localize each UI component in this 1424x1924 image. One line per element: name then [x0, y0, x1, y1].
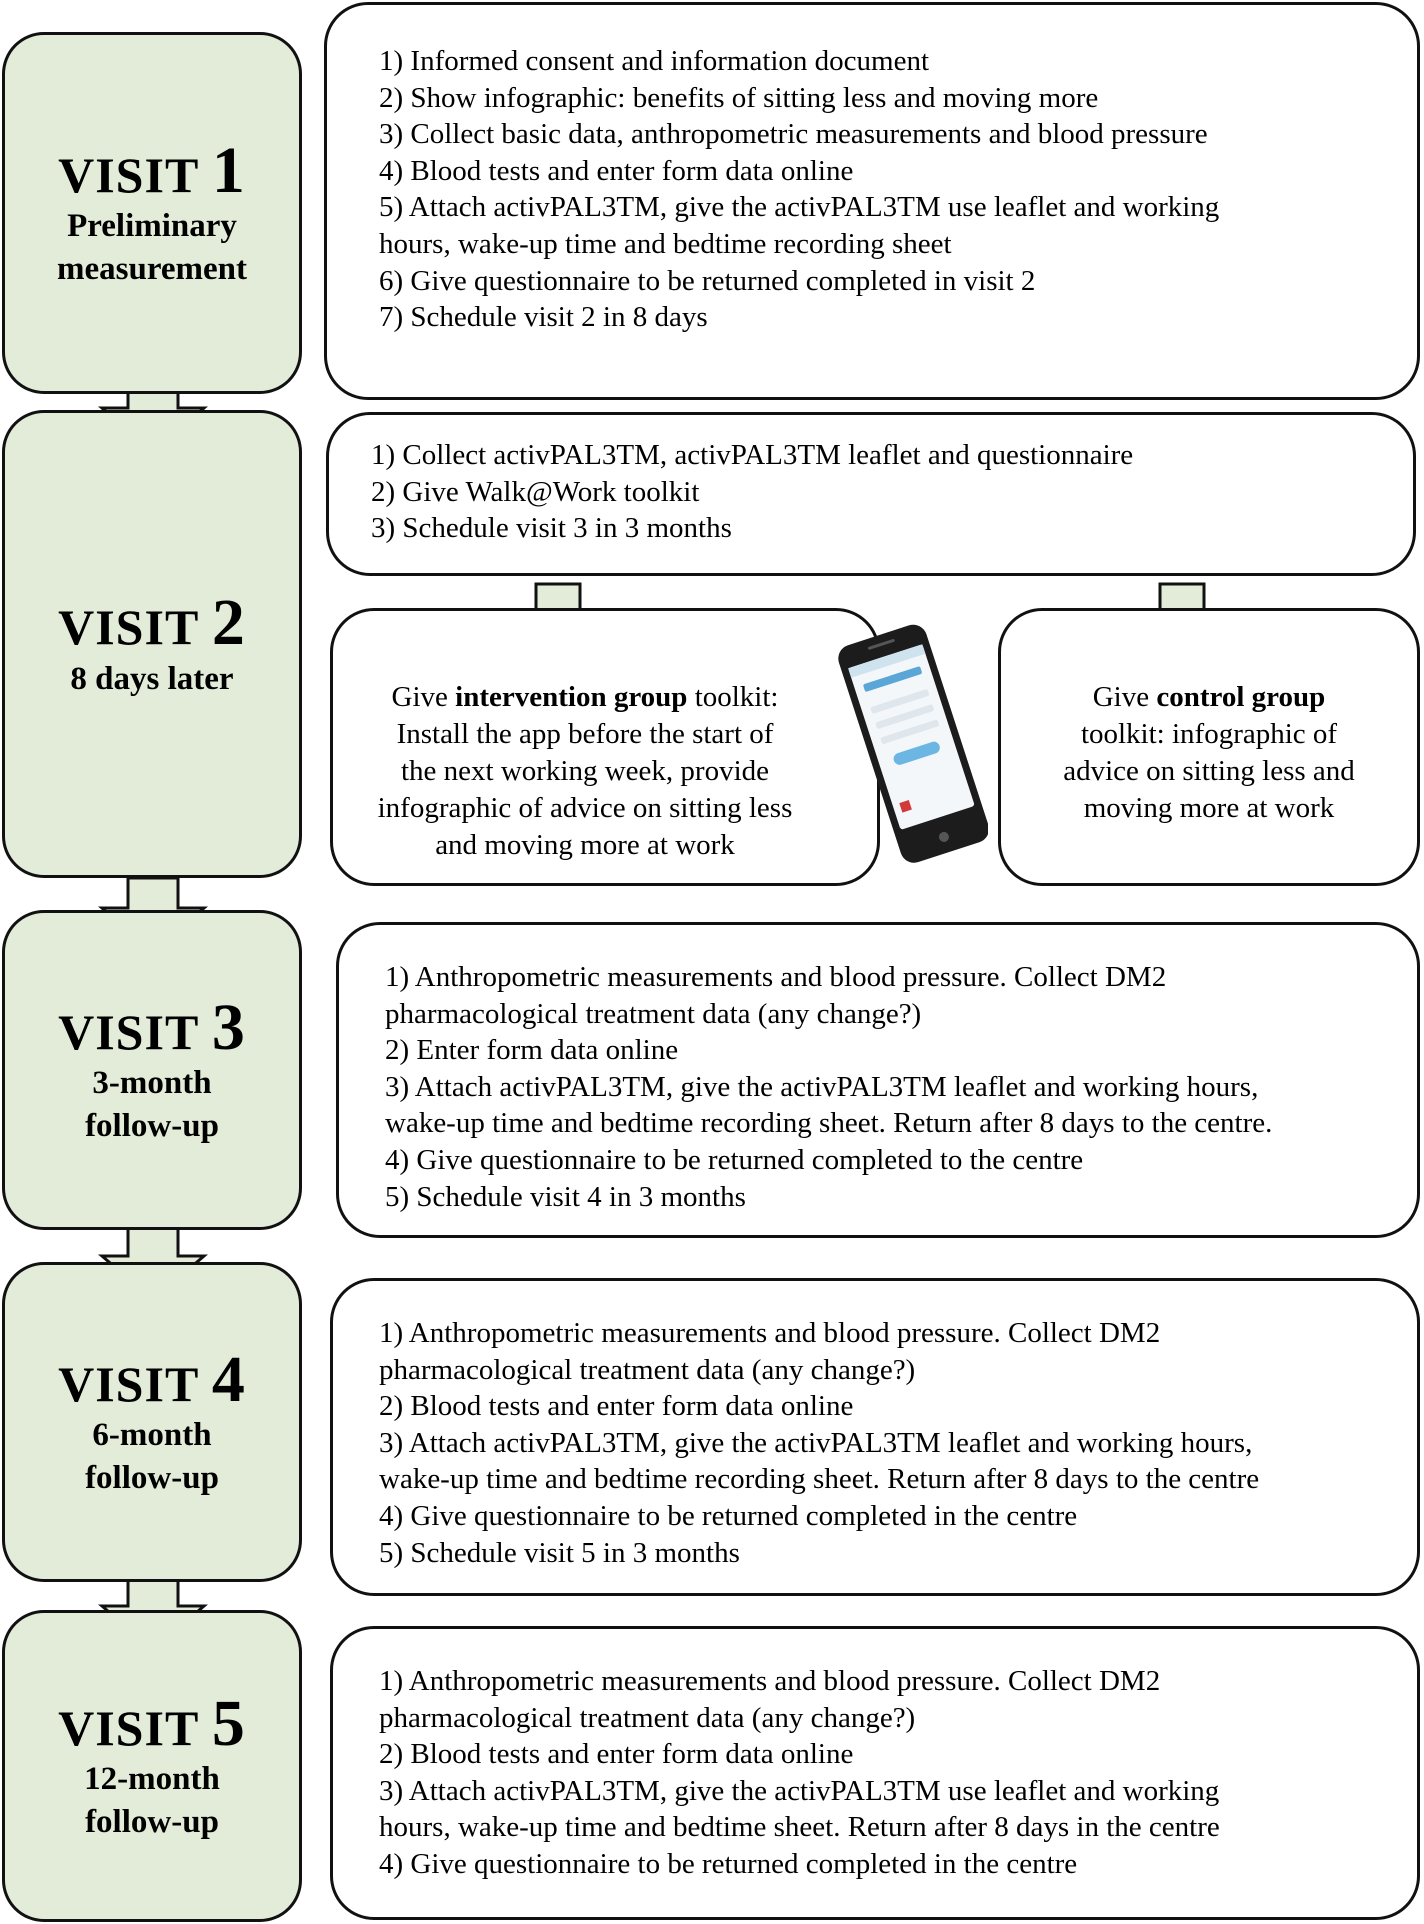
step-item: 5) Schedule visit 4 in 3 months — [385, 1180, 746, 1213]
visit-4-steps: 1) Anthropometric measurements and blood… — [330, 1278, 1420, 1596]
step-item: 4) Blood tests and enter form data onlin… — [379, 154, 854, 187]
control-line: moving more at work — [1083, 792, 1335, 824]
visit-5-box: VISIT 5 12-month follow-up — [2, 1610, 302, 1922]
visit-1-steps: 1) Informed consent and information docu… — [324, 2, 1420, 400]
visit-subtitle-line: 6-month — [92, 1417, 212, 1454]
visit-2-steps: 1) Collect activPAL3TM, activPAL3TM leaf… — [326, 412, 1416, 576]
visit-1-box: VISIT 1 Preliminary measurement — [2, 32, 302, 394]
step-item: 1) Collect activPAL3TM, activPAL3TM leaf… — [371, 439, 1134, 471]
visit-number: 2 — [211, 586, 246, 660]
control-bold: control group — [1156, 681, 1326, 713]
step-item: 5) Attach activPAL3TM, give the activPAL… — [379, 191, 1220, 224]
intervention-line: infographic of advice on sitting less — [377, 792, 793, 824]
visit-number: 3 — [211, 991, 246, 1065]
step-item: 4) Give questionnaire to be returned com… — [385, 1143, 1084, 1176]
visit-4-box: VISIT 4 6-month follow-up — [2, 1262, 302, 1582]
intervention-group-box: Give intervention group toolkit: Install… — [330, 608, 880, 886]
step-item: 4) Give questionnaire to be returned com… — [379, 1499, 1078, 1532]
step-item: wake-up time and bedtime recording sheet… — [385, 1107, 1273, 1140]
step-item: 7) Schedule visit 2 in 8 days — [379, 301, 708, 334]
visit-subtitle-line: follow-up — [85, 1459, 219, 1496]
intervention-line: Install the app before the start of — [396, 718, 774, 750]
visit-2-box: VISIT 2 8 days later — [2, 410, 302, 878]
step-item: hours, wake-up time and bedtime recordin… — [379, 227, 952, 260]
step-item: 3) Attach activPAL3TM, give the activPAL… — [385, 1070, 1259, 1103]
visit-number: 5 — [211, 1687, 246, 1761]
step-item: 1) Anthropometric measurements and blood… — [385, 961, 1167, 993]
visit-subtitle: 12-month follow-up — [84, 1758, 220, 1842]
step-item: wake-up time and bedtime recording sheet… — [379, 1463, 1260, 1496]
visit-5-steps: 1) Anthropometric measurements and blood… — [330, 1626, 1420, 1920]
visit-3-steps: 1) Anthropometric measurements and blood… — [336, 922, 1420, 1238]
step-item: 3) Attach activPAL3TM, give the activPAL… — [379, 1426, 1253, 1459]
visit-subtitle-line: Preliminary — [67, 208, 237, 245]
visit-word: VISIT — [58, 147, 199, 204]
step-item: 3) Collect basic data, anthropometric me… — [379, 118, 1208, 151]
visit-subtitle-line: 12-month — [84, 1761, 220, 1798]
visit-number: 4 — [211, 1343, 246, 1417]
intervention-prefix: Give — [391, 681, 456, 713]
visit-subtitle-line: 3-month — [92, 1065, 212, 1102]
visit-word: VISIT — [58, 1700, 199, 1757]
step-item: 1) Anthropometric measurements and blood… — [379, 1317, 1161, 1349]
visit-title: VISIT 4 — [58, 1345, 246, 1414]
visit-title: VISIT 1 — [58, 136, 246, 205]
intervention-heading-rest: toolkit: — [687, 681, 779, 713]
step-item: 2) Show infographic: benefits of sitting… — [379, 81, 1099, 114]
visit-word: VISIT — [58, 1004, 199, 1061]
visit-word: VISIT — [58, 599, 199, 656]
step-item: 5) Schedule visit 5 in 3 months — [379, 1536, 740, 1569]
control-line: toolkit: infographic of — [1080, 718, 1338, 750]
visit-subtitle-line: follow-up — [85, 1107, 219, 1144]
control-prefix: Give — [1092, 681, 1157, 713]
step-item: 2) Blood tests and enter form data onlin… — [379, 1738, 854, 1771]
visit-subtitle-line: follow-up — [85, 1803, 219, 1840]
visit-subtitle-line: 8 days later — [70, 660, 234, 697]
step-item: 1) Anthropometric measurements and blood… — [379, 1665, 1161, 1697]
visit-title: VISIT 2 — [58, 588, 246, 657]
intervention-line: the next working week, provide — [400, 755, 770, 787]
step-item: 2) Blood tests and enter form data onlin… — [379, 1390, 854, 1423]
visit-subtitle: 8 days later — [70, 658, 233, 700]
control-heading: Give control group — [1011, 679, 1407, 716]
step-item: 3) Schedule visit 3 in 3 months — [371, 512, 732, 545]
visit-subtitle: Preliminary measurement — [57, 205, 247, 289]
visit-3-box: VISIT 3 3-month follow-up — [2, 910, 302, 1230]
step-item: 2) Enter form data online — [385, 1034, 679, 1067]
step-item: 4) Give questionnaire to be returned com… — [379, 1847, 1078, 1880]
intervention-heading: Give intervention group toolkit: — [353, 679, 817, 716]
intervention-line: and moving more at work — [435, 829, 735, 861]
step-item: 1) Informed consent and information docu… — [379, 45, 930, 77]
step-item: pharmacological treatment data (any chan… — [385, 997, 922, 1030]
visit-word: VISIT — [58, 1356, 199, 1413]
visit-subtitle-line: measurement — [56, 250, 247, 287]
step-item: pharmacological treatment data (any chan… — [379, 1353, 916, 1386]
visit-title: VISIT 3 — [58, 993, 246, 1062]
step-item: hours, wake-up time and bedtime sheet. R… — [379, 1811, 1220, 1844]
smartphone-app-icon — [838, 620, 988, 870]
intervention-bold: intervention group — [455, 681, 688, 713]
step-item: 2) Give Walk@Work toolkit — [371, 475, 700, 508]
step-item: 3) Attach activPAL3TM, give the activPAL… — [379, 1774, 1220, 1807]
step-item: pharmacological treatment data (any chan… — [379, 1701, 916, 1734]
visit-title: VISIT 5 — [58, 1689, 246, 1758]
visit-number: 1 — [211, 134, 246, 208]
control-group-box: Give control group toolkit: infographic … — [998, 608, 1420, 886]
control-line: advice on sitting less and — [1063, 755, 1355, 787]
step-item: 6) Give questionnaire to be returned com… — [379, 264, 1036, 297]
visit-subtitle: 3-month follow-up — [85, 1062, 219, 1146]
visit-subtitle: 6-month follow-up — [85, 1414, 219, 1498]
